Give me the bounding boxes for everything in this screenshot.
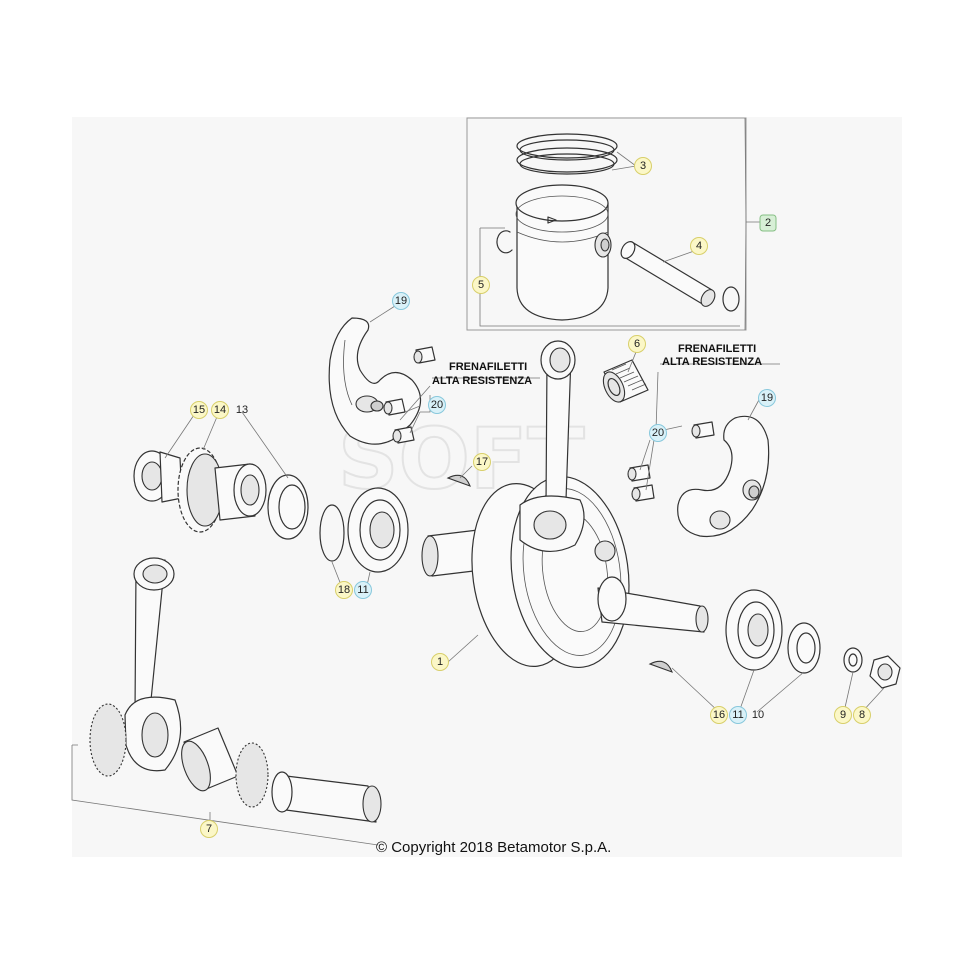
callout-6[interactable]: 6 [628,335,646,353]
svg-text:19: 19 [761,392,773,404]
callout-11-left[interactable]: 11 [354,581,372,599]
woodruff-key-lower[interactable] [648,660,673,673]
svg-text:ALTA RESISTENZA: ALTA RESISTENZA [432,375,532,387]
svg-text:2: 2 [765,217,771,229]
svg-text:16: 16 [713,709,725,721]
callout-1[interactable]: 1 [431,653,449,671]
main-bearing-right[interactable] [725,589,783,671]
svg-text:19: 19 [395,295,407,307]
piston[interactable] [515,184,612,321]
callout-14[interactable]: 14 [211,401,229,419]
woodruff-key-upper[interactable] [446,474,471,487]
shim-ring[interactable] [319,504,345,562]
circlip-right[interactable] [722,286,740,312]
callout-16[interactable]: 16 [710,706,728,724]
callout-10[interactable]: 10 [752,709,764,721]
svg-text:4: 4 [696,240,702,252]
svg-text:18: 18 [338,584,350,596]
callout-15[interactable]: 15 [190,401,208,419]
oil-seal-left[interactable] [267,474,309,540]
svg-text:17: 17 [476,456,488,468]
main-bearing-left[interactable] [347,487,409,573]
callout-8[interactable]: 8 [853,706,871,724]
callout-9[interactable]: 9 [834,706,852,724]
svg-text:6: 6 [634,338,640,350]
threadlocker-note-right: FRENAFILETTI ALTA RESISTENZA [662,343,762,368]
circlip-left[interactable] [496,230,513,254]
callouts: 3 2 4 5 6 19 20 19 20 15 14 13 17 18 11 … [190,157,871,838]
svg-text:11: 11 [357,584,368,596]
svg-text:7: 7 [206,823,212,835]
svg-text:13: 13 [236,404,248,416]
callout-3[interactable]: 3 [634,157,652,175]
callout-11-right[interactable]: 11 [729,706,747,724]
svg-text:8: 8 [859,709,865,721]
bolts-left[interactable] [383,346,436,444]
connecting-rod[interactable] [519,340,585,552]
callout-19-right[interactable]: 19 [758,389,776,407]
callout-2[interactable]: 2 [759,214,777,232]
threadlocker-note-left: FRENAFILETTI ALTA RESISTENZA [432,361,532,387]
bolts-right[interactable] [627,421,715,502]
piston-rings[interactable] [516,133,618,175]
svg-text:20: 20 [431,399,443,411]
svg-text:20: 20 [652,427,664,439]
counterweight-right[interactable] [677,415,770,538]
callout-13[interactable]: 13 [236,404,248,416]
callout-20-left[interactable]: 20 [428,396,446,414]
washer[interactable] [843,647,863,673]
piston-kit-group [466,117,747,331]
copyright-text: © Copyright 2018 Betamotor S.p.A. [376,839,611,856]
svg-text:3: 3 [640,160,646,172]
callout-19-left[interactable]: 19 [392,292,410,310]
svg-text:5: 5 [478,279,484,291]
small-end-bearing[interactable] [599,359,649,405]
callout-4[interactable]: 4 [690,237,708,255]
svg-text:FRENAFILETTI: FRENAFILETTI [678,343,756,355]
svg-text:11: 11 [732,709,743,721]
svg-text:FRENAFILETTI: FRENAFILETTI [449,361,527,373]
svg-text:9: 9 [840,709,846,721]
svg-text:10: 10 [752,709,764,721]
crank-nut-left[interactable] [133,450,183,503]
oil-seal-right[interactable] [787,622,821,674]
callout-5[interactable]: 5 [472,276,490,294]
conrod-kit[interactable] [89,557,382,823]
callout-7[interactable]: 7 [200,820,218,838]
piston-pin[interactable] [618,239,717,309]
svg-text:15: 15 [193,404,205,416]
crank-nut-right[interactable] [869,655,901,689]
callout-17[interactable]: 17 [473,453,491,471]
svg-text:ALTA RESISTENZA: ALTA RESISTENZA [662,356,762,368]
svg-text:1: 1 [437,656,443,668]
callout-18[interactable]: 18 [335,581,353,599]
callout-20-right[interactable]: 20 [649,424,667,442]
svg-text:14: 14 [214,404,226,416]
spacer-bush[interactable] [214,463,267,521]
